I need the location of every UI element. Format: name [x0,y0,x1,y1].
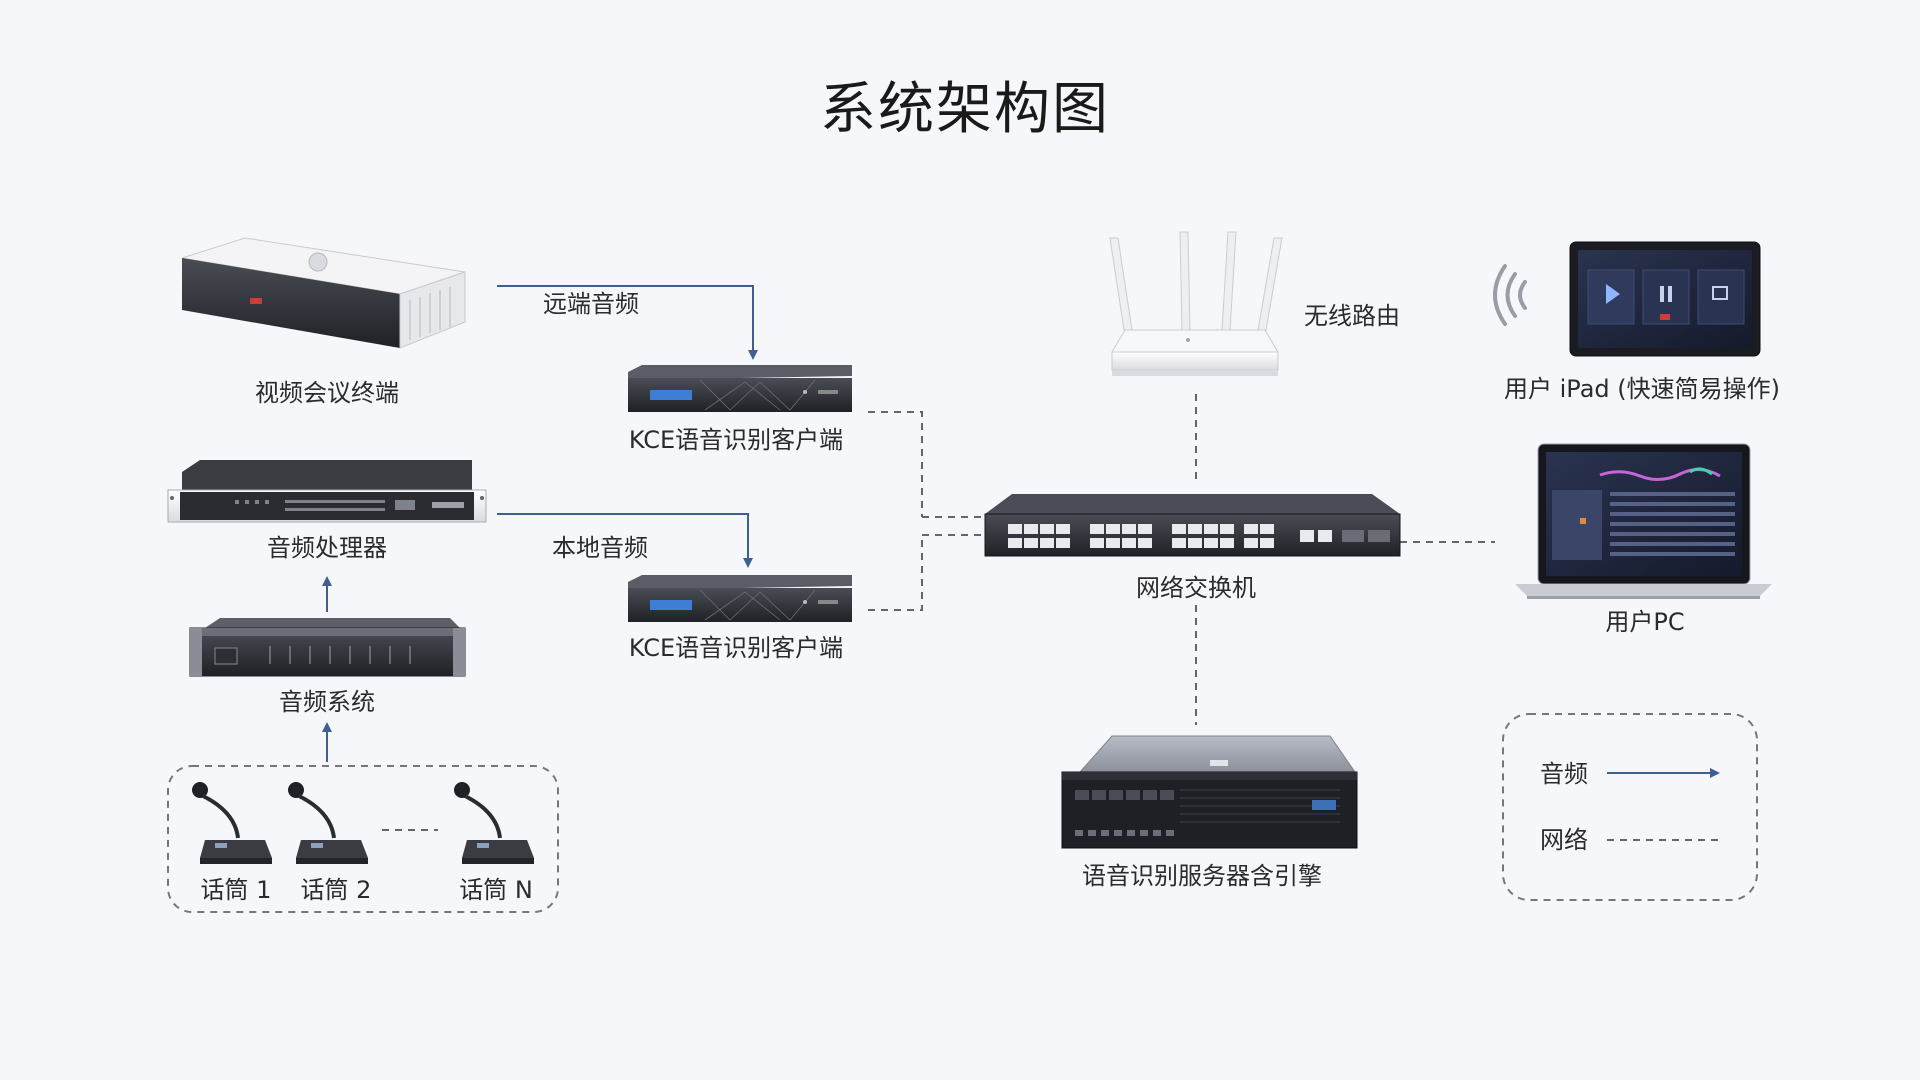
user-pc-device [1515,443,1772,599]
wifi-icon [1493,264,1527,326]
audio-processor-device [167,460,487,523]
audio-processor-label: 音频处理器 [267,534,387,562]
edge-kce1-network [868,411,923,517]
asr-server-label: 语音识别服务器含引擎 [1082,862,1322,890]
mic-2-label: 话筒 2 [300,876,372,904]
legend-audio-label: 音频 [1540,760,1588,788]
kce-client-1-label: KCE语音识别客户端 [628,426,844,454]
user-ipad-label: 用户 iPad (快速简易操作) [1504,375,1780,403]
mic-n-device [454,782,534,864]
network-connectors [382,394,1495,831]
network-switch-label: 网络交换机 [1136,574,1256,602]
edge-local-audio [497,513,753,568]
mic-n-label: 话筒 N [459,876,533,904]
asr-server-device [1061,735,1358,849]
user-ipad-device [1569,241,1761,357]
network-switch-device [984,494,1401,557]
mic-1-device [192,782,272,864]
user-pc-label: 用户PC [1605,608,1685,636]
mic-2-device [288,782,368,864]
legend-box [1502,713,1758,901]
local-audio-label: 本地音频 [552,534,648,562]
kce-client-2-device [628,575,852,622]
legend-network-label: 网络 [1540,826,1588,854]
audio-connectors [322,285,758,762]
edge-remote-audio [497,285,758,360]
audio-system-label: 音频系统 [279,688,375,716]
video-terminal-label: 视频会议终端 [255,379,399,407]
wireless-router-device [1109,231,1283,376]
page-title: 系统架构图 [820,77,1110,142]
audio-system-device [189,618,466,677]
kce-client-1-device [628,365,852,412]
video-terminal-device [181,237,466,349]
edge-kce2-network [868,535,923,611]
mic-group-box [167,765,559,913]
kce-client-2-label: KCE语音识别客户端 [628,634,844,662]
wireless-router-label: 无线路由 [1304,302,1400,330]
mic-1-label: 话筒 1 [200,876,272,904]
remote-audio-label: 远端音频 [543,290,639,318]
